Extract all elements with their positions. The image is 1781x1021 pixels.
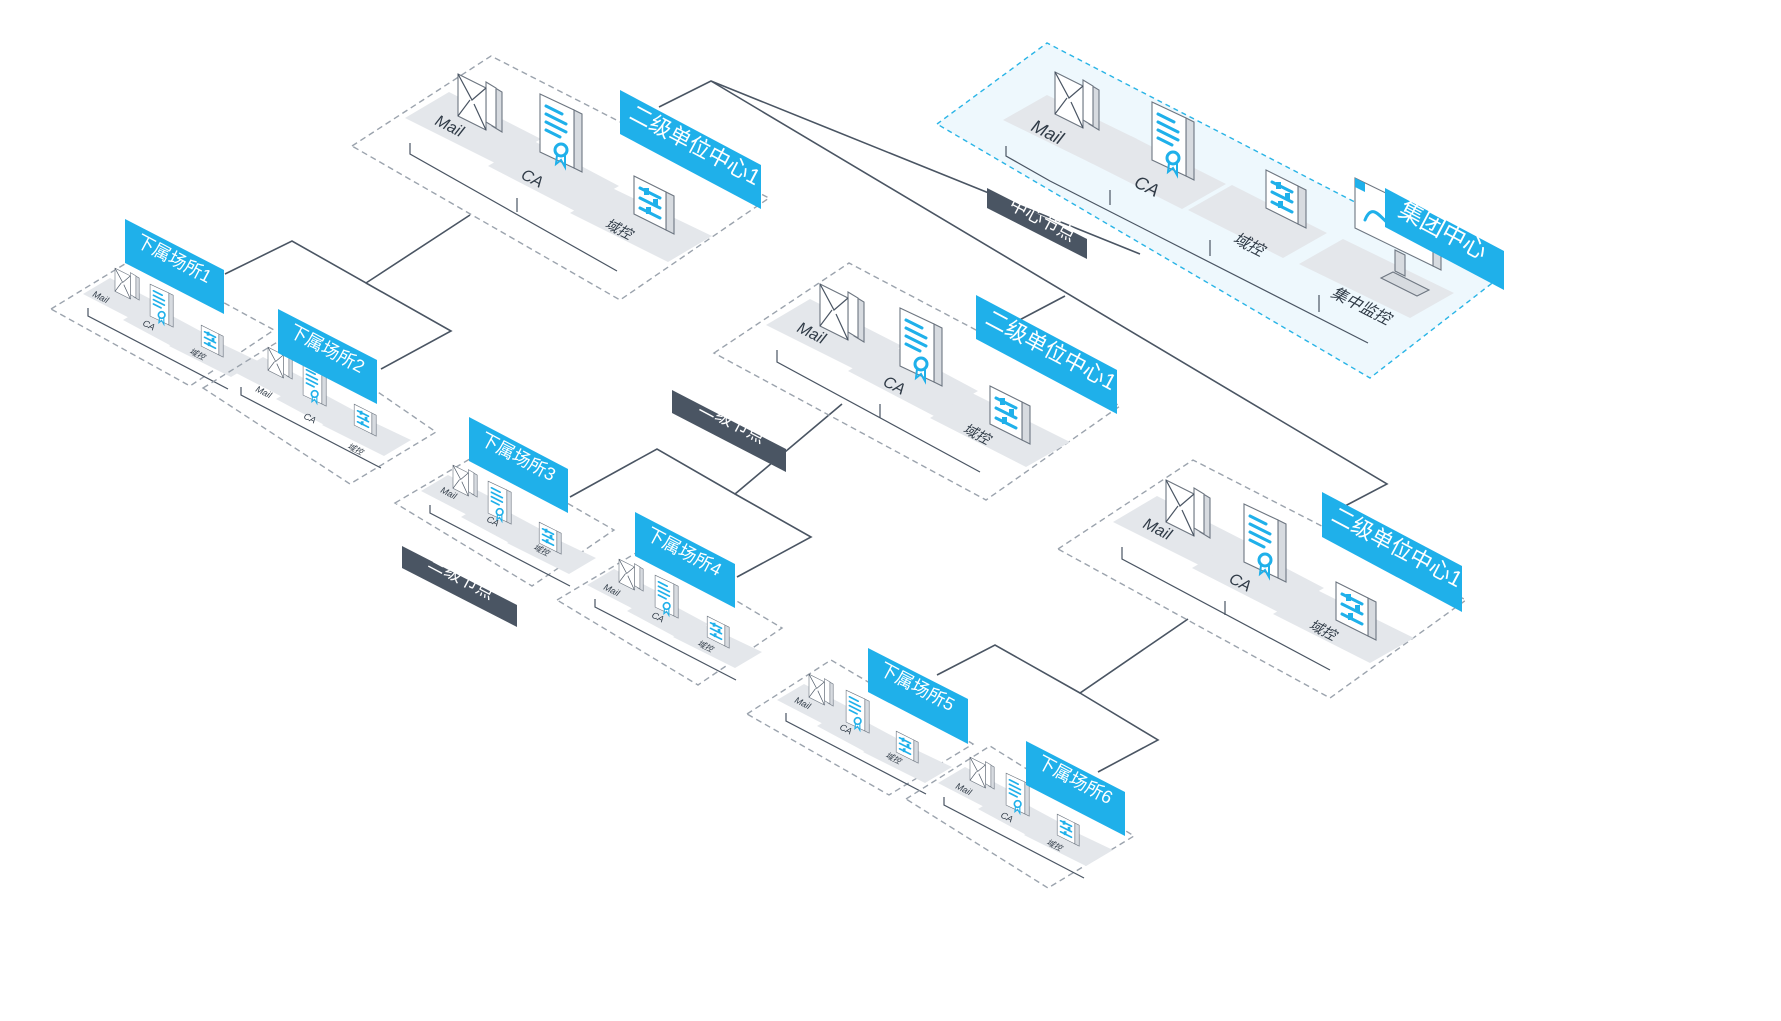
site-4: Mail CA 域控 下属场所4 xyxy=(555,512,784,686)
hq-tiles xyxy=(1003,95,1454,344)
site5-title-label: 下属场所5 xyxy=(868,648,968,744)
link-unit3-to-sites56 xyxy=(936,618,1189,694)
link-unit1-to-sites12 xyxy=(224,214,471,284)
link-unit2-to-sites34 xyxy=(569,403,843,498)
link-unit2-to-site4 xyxy=(734,493,813,578)
second-level-node-label: 二级节点 xyxy=(672,390,786,472)
connection-lines xyxy=(224,80,1389,773)
link-unit1-to-site2 xyxy=(365,282,453,370)
hq-zone: Mail CA 域控 集中监控 集团中心 xyxy=(935,42,1504,379)
link-unit3-to-site6 xyxy=(1079,692,1160,773)
link-trunk-to-unit3 xyxy=(710,80,1389,507)
third-level-node-label: 三级节点 xyxy=(402,546,517,627)
unit-center-1: Mail CA 域控 二级单位中心1 xyxy=(350,55,771,301)
network-topology-diagram: Mail CA 域控 集中监控 集团中心 Mail CA 域控 二级单位中心1 xyxy=(49,42,1504,889)
unit-center-3: Mail CA 域控 二级单位中心1 xyxy=(1056,459,1468,699)
site-5: Mail CA 域控 下属场所5 xyxy=(745,648,975,796)
site-1: Mail CA 域控 下属场所1 xyxy=(49,219,276,390)
site-2: Mail CA 域控 下属场所2 xyxy=(201,309,438,485)
